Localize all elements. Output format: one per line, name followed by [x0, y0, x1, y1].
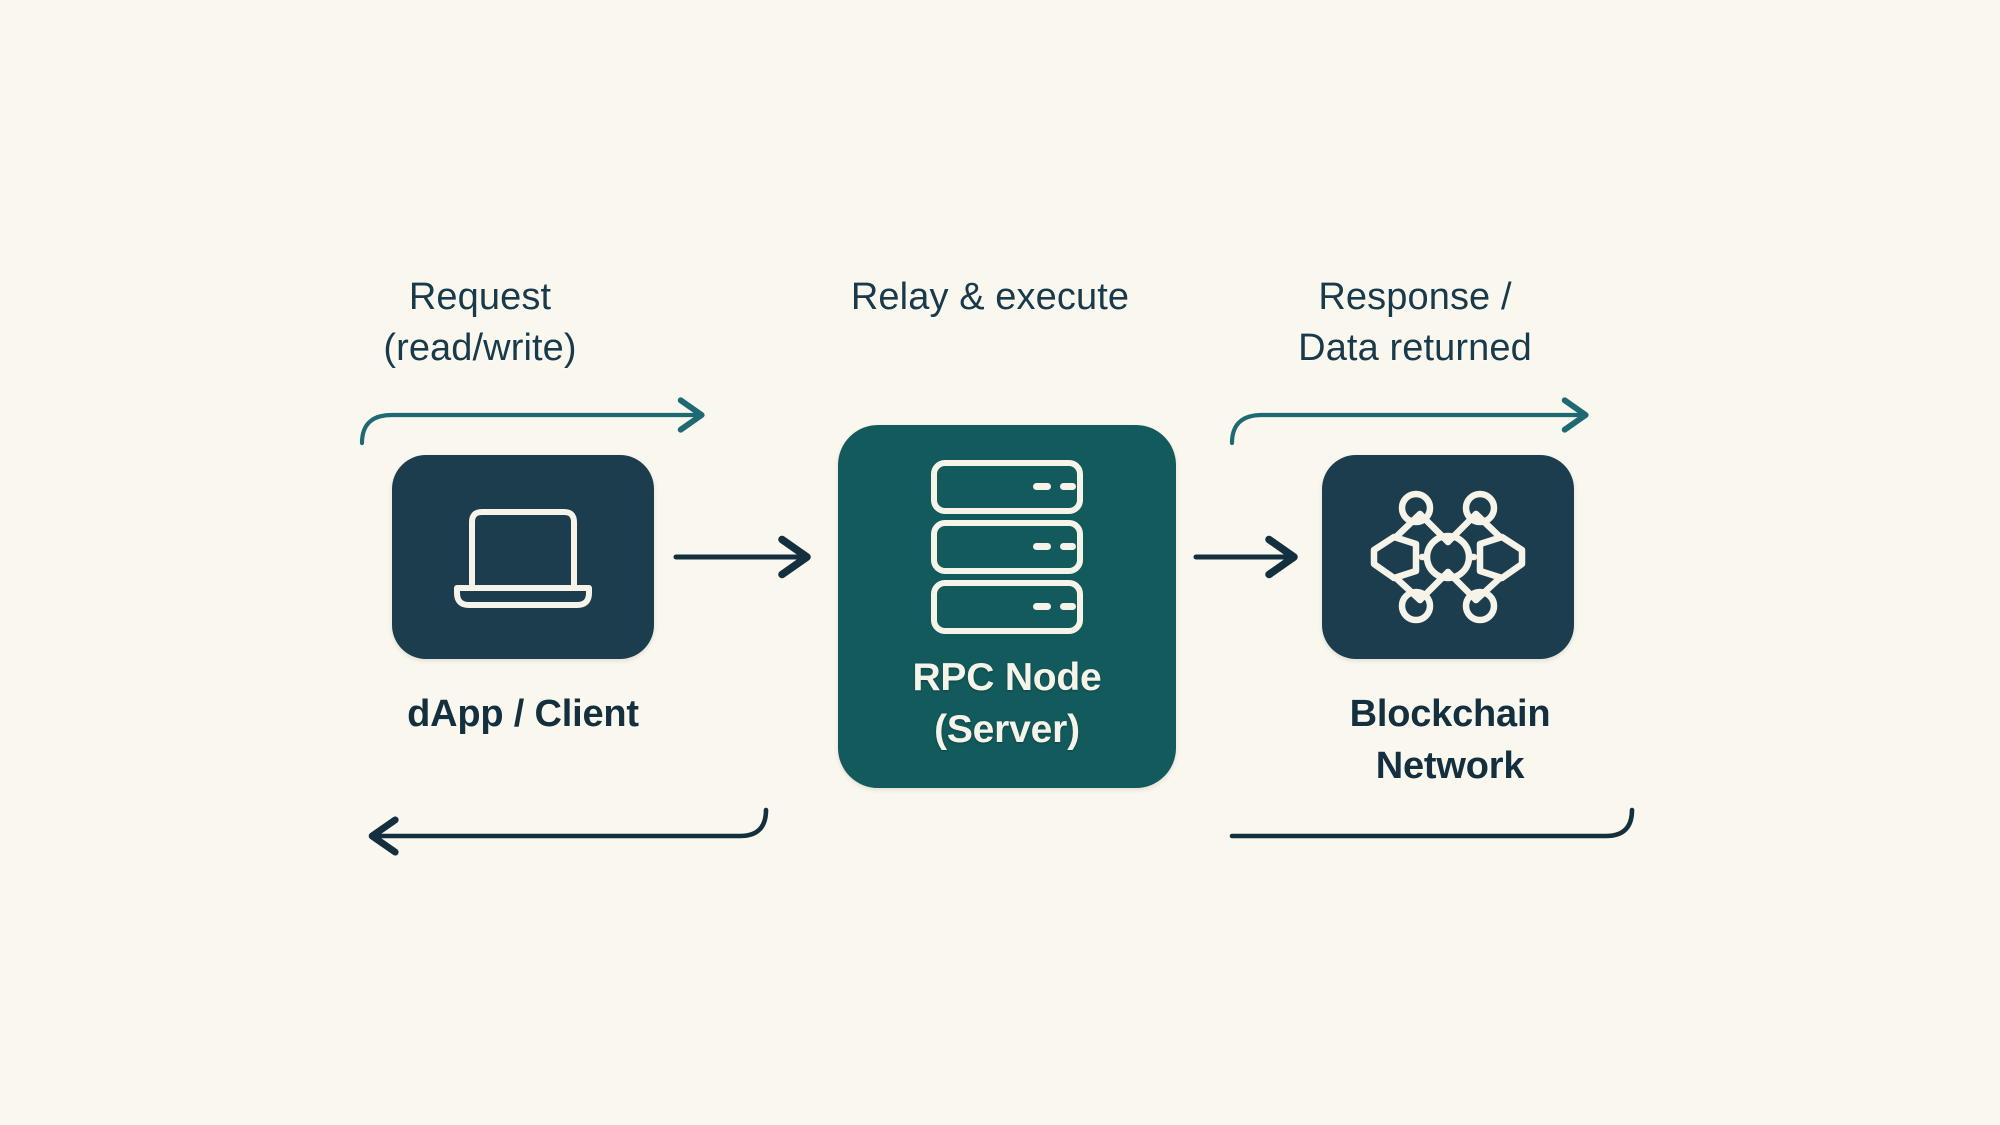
node-caption-rpc-server: RPC Node (Server)	[912, 655, 1102, 751]
blockchain-network-icon	[1370, 490, 1526, 624]
node-dapp-client[interactable]	[392, 455, 654, 659]
stage-label-response: Response / Data returned	[1298, 276, 1532, 369]
server-rack-icon	[931, 459, 1083, 634]
node-caption-dapp-client: dApp / Client	[407, 693, 639, 735]
node-blockchain-network[interactable]	[1322, 455, 1574, 659]
stage-label-request: Request (read/write)	[383, 276, 577, 369]
node-caption-blockchain-network: Blockchain Network	[1349, 693, 1551, 787]
stage-label-relay: Relay & execute	[850, 276, 1130, 318]
node-rpc-server[interactable]: RPC Node (Server)	[838, 425, 1176, 788]
laptop-icon	[454, 509, 592, 608]
